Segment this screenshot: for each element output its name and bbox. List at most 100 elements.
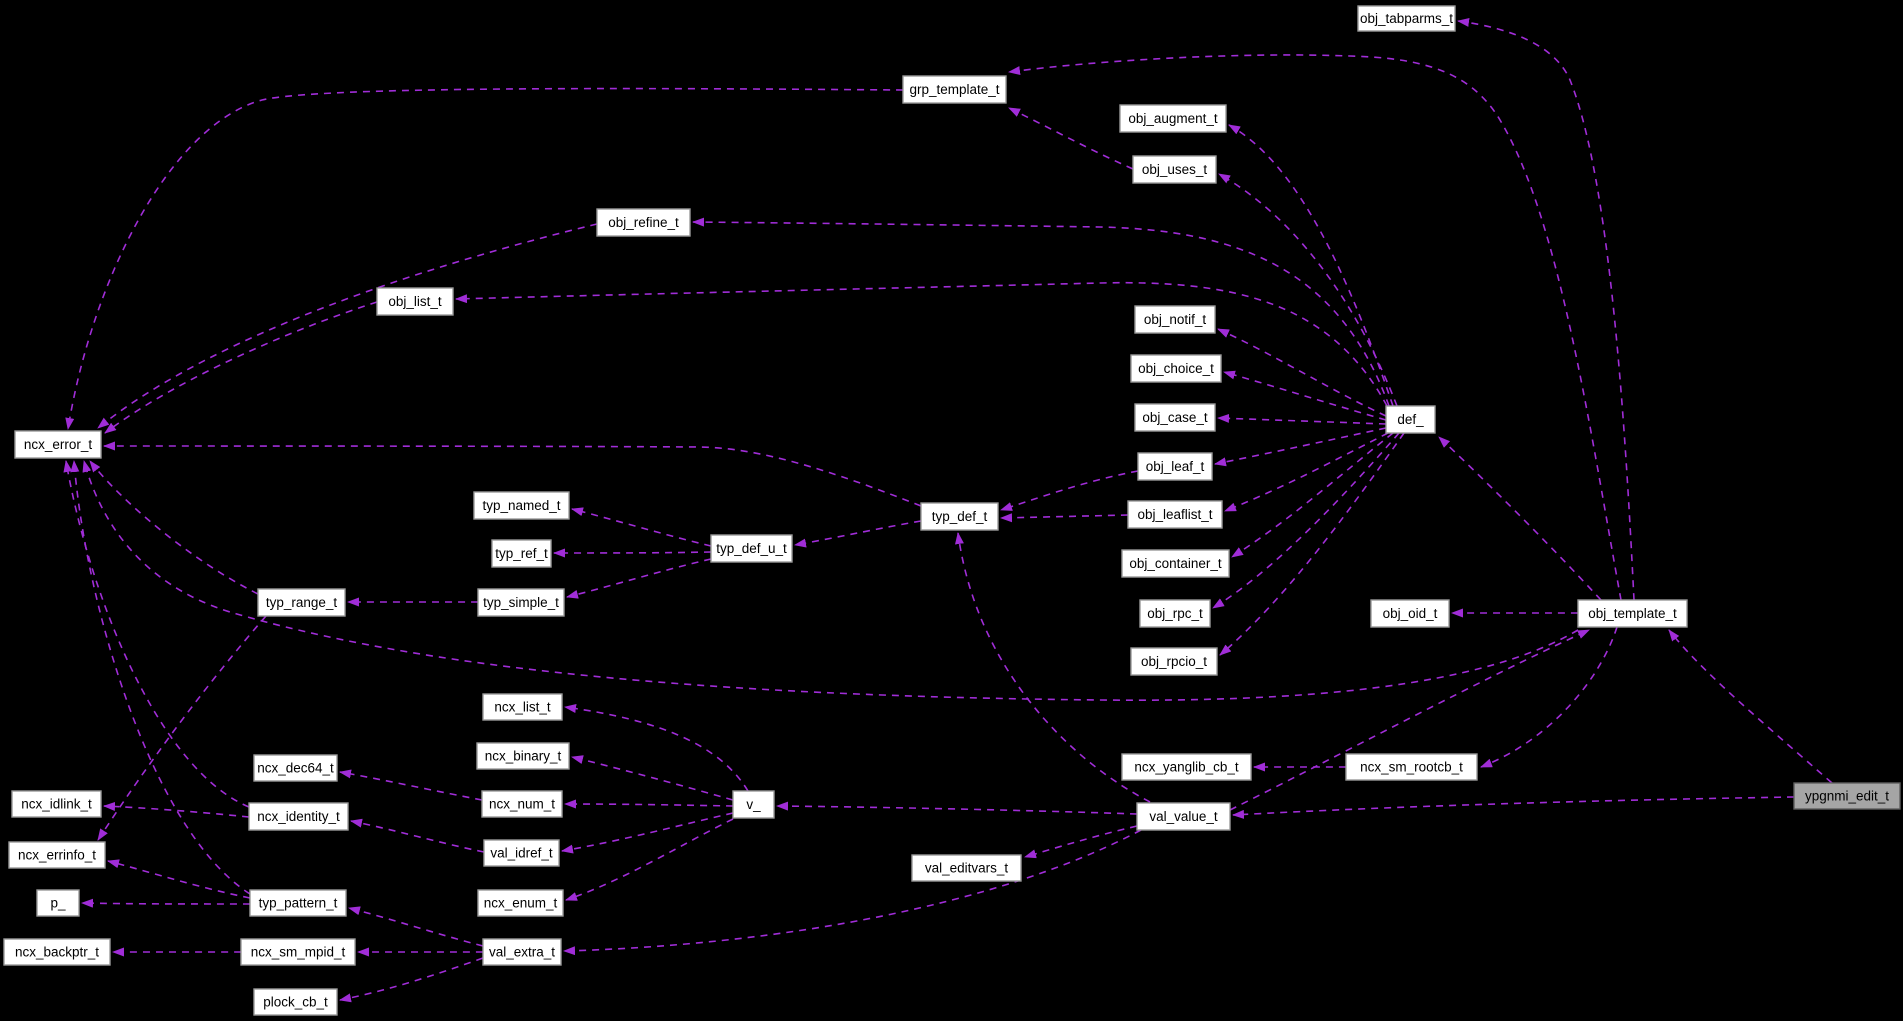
node-obj_leaflist_t[interactable]: obj_leaflist_t: [1127, 500, 1223, 529]
node-box-obj_augment_t[interactable]: [1119, 104, 1227, 133]
node-obj_notif_t[interactable]: obj_notif_t: [1134, 305, 1216, 334]
node-box-ncx_idlink_t[interactable]: [11, 790, 102, 818]
node-box-obj_uses_t[interactable]: [1132, 155, 1217, 184]
node-box-def_[interactable]: [1385, 405, 1436, 434]
node-box-obj_case_t[interactable]: [1134, 403, 1216, 432]
edge-def_-to-obj_rpcio_t: [1219, 432, 1405, 656]
node-box-ncx_enum_t[interactable]: [477, 889, 564, 917]
node-grp_template_t[interactable]: grp_template_t: [902, 75, 1007, 104]
node-val_value_t[interactable]: val_value_t: [1136, 802, 1231, 831]
node-box-ncx_backptr_t[interactable]: [3, 938, 111, 966]
node-obj_leaf_t[interactable]: obj_leaf_t: [1137, 452, 1213, 481]
node-box-ncx_sm_mpid_t[interactable]: [240, 938, 356, 966]
node-ncx_enum_t[interactable]: ncx_enum_t: [477, 889, 564, 917]
node-plock_cb_t[interactable]: plock_cb_t: [253, 988, 338, 1016]
node-box-obj_leaflist_t[interactable]: [1127, 500, 1223, 529]
node-box-val_extra_t[interactable]: [482, 938, 562, 966]
node-obj_template_t[interactable]: obj_template_t: [1577, 599, 1688, 628]
node-box-typ_pattern_t[interactable]: [249, 889, 347, 917]
node-ncx_list_t[interactable]: ncx_list_t: [482, 693, 563, 721]
node-box-ypgnmi_edit_t[interactable]: [1793, 782, 1901, 810]
node-typ_range_t[interactable]: typ_range_t: [257, 588, 346, 617]
node-box-typ_simple_t[interactable]: [477, 588, 565, 617]
node-box-p_[interactable]: [36, 889, 80, 917]
node-box-typ_range_t[interactable]: [257, 588, 346, 617]
node-ncx_idlink_t[interactable]: ncx_idlink_t: [11, 790, 102, 818]
node-box-obj_container_t[interactable]: [1121, 549, 1230, 578]
node-def_[interactable]: def_: [1385, 405, 1436, 434]
node-box-obj_rpc_t[interactable]: [1139, 599, 1211, 628]
node-box-ncx_error_t[interactable]: [14, 430, 102, 459]
node-box-val_editvars_t[interactable]: [911, 854, 1022, 882]
node-box-obj_refine_t[interactable]: [596, 208, 691, 237]
node-box-obj_rpcio_t[interactable]: [1130, 647, 1218, 676]
node-ncx_errinfo_t[interactable]: ncx_errinfo_t: [8, 841, 106, 869]
node-obj_rpc_t[interactable]: obj_rpc_t: [1139, 599, 1211, 628]
node-ypgnmi_edit_t[interactable]: ypgnmi_edit_t: [1793, 782, 1901, 810]
node-box-typ_def_t[interactable]: [920, 502, 999, 531]
node-ncx_sm_rootcb_t[interactable]: ncx_sm_rootcb_t: [1345, 753, 1478, 781]
node-v_[interactable]: v_: [732, 790, 775, 819]
node-box-ncx_num_t[interactable]: [481, 790, 563, 818]
node-obj_case_t[interactable]: obj_case_t: [1134, 403, 1216, 432]
node-label-v_: v_: [746, 797, 761, 812]
edge-v_-to-ncx_enum_t: [565, 818, 734, 901]
node-obj_refine_t[interactable]: obj_refine_t: [596, 208, 691, 237]
node-box-obj_leaf_t[interactable]: [1137, 452, 1213, 481]
edge-obj_template_t-to-ncx_sm_rootcb_t: [1480, 626, 1618, 768]
node-box-typ_named_t[interactable]: [473, 491, 570, 520]
node-ncx_binary_t[interactable]: ncx_binary_t: [476, 742, 570, 770]
node-ncx_sm_mpid_t[interactable]: ncx_sm_mpid_t: [240, 938, 356, 966]
node-typ_ref_t[interactable]: typ_ref_t: [491, 539, 552, 568]
node-obj_oid_t[interactable]: obj_oid_t: [1370, 599, 1450, 628]
node-ncx_backptr_t[interactable]: ncx_backptr_t: [3, 938, 111, 966]
node-box-ncx_list_t[interactable]: [482, 693, 563, 721]
node-box-ncx_sm_rootcb_t[interactable]: [1345, 753, 1478, 781]
node-typ_def_u_t[interactable]: typ_def_u_t: [710, 534, 793, 563]
node-obj_rpcio_t[interactable]: obj_rpcio_t: [1130, 647, 1218, 676]
node-label-ncx_error_t: ncx_error_t: [24, 437, 93, 452]
node-box-val_value_t[interactable]: [1136, 802, 1231, 831]
node-box-obj_list_t[interactable]: [376, 287, 454, 316]
node-box-ncx_errinfo_t[interactable]: [8, 841, 106, 869]
node-obj_choice_t[interactable]: obj_choice_t: [1130, 354, 1222, 383]
node-val_editvars_t[interactable]: val_editvars_t: [911, 854, 1022, 882]
node-obj_list_t[interactable]: obj_list_t: [376, 287, 454, 316]
node-box-typ_ref_t[interactable]: [491, 539, 552, 568]
node-box-ncx_yanglib_cb_t[interactable]: [1121, 753, 1252, 781]
node-box-obj_notif_t[interactable]: [1134, 305, 1216, 334]
edge-val_value_t-to-val_editvars_t: [1024, 825, 1138, 859]
node-box-obj_template_t[interactable]: [1577, 599, 1688, 628]
node-val_extra_t[interactable]: val_extra_t: [482, 938, 562, 966]
node-val_idref_t[interactable]: val_idref_t: [483, 839, 560, 867]
node-label-obj_oid_t: obj_oid_t: [1383, 606, 1438, 621]
node-obj_container_t[interactable]: obj_container_t: [1121, 549, 1230, 578]
node-box-grp_template_t[interactable]: [902, 75, 1007, 104]
node-obj_uses_t[interactable]: obj_uses_t: [1132, 155, 1217, 184]
node-typ_def_t[interactable]: typ_def_t: [920, 502, 999, 531]
node-box-obj_tabparms_t[interactable]: [1357, 5, 1456, 32]
node-box-ncx_dec64_t[interactable]: [253, 754, 338, 782]
node-box-plock_cb_t[interactable]: [253, 988, 338, 1016]
node-ncx_dec64_t[interactable]: ncx_dec64_t: [253, 754, 338, 782]
edge-val_idref_t-to-ncx_identity_t: [350, 818, 485, 853]
node-box-ncx_identity_t[interactable]: [248, 802, 349, 831]
node-typ_simple_t[interactable]: typ_simple_t: [477, 588, 565, 617]
node-label-obj_refine_t: obj_refine_t: [608, 215, 679, 230]
node-obj_tabparms_t[interactable]: obj_tabparms_t: [1357, 5, 1456, 32]
node-typ_pattern_t[interactable]: typ_pattern_t: [249, 889, 347, 917]
node-p_[interactable]: p_: [36, 889, 80, 917]
node-ncx_yanglib_cb_t[interactable]: ncx_yanglib_cb_t: [1121, 753, 1252, 781]
node-box-typ_def_u_t[interactable]: [710, 534, 793, 563]
node-ncx_identity_t[interactable]: ncx_identity_t: [248, 802, 349, 831]
node-ncx_num_t[interactable]: ncx_num_t: [481, 790, 563, 818]
node-typ_named_t[interactable]: typ_named_t: [473, 491, 570, 520]
node-box-obj_oid_t[interactable]: [1370, 599, 1450, 628]
node-box-ncx_binary_t[interactable]: [476, 742, 570, 770]
node-box-val_idref_t[interactable]: [483, 839, 560, 867]
node-box-obj_choice_t[interactable]: [1130, 354, 1222, 383]
node-ncx_error_t[interactable]: ncx_error_t: [14, 430, 102, 459]
node-obj_augment_t[interactable]: obj_augment_t: [1119, 104, 1227, 133]
edge-def_-to-obj_choice_t: [1223, 370, 1387, 421]
node-box-v_[interactable]: [732, 790, 775, 819]
